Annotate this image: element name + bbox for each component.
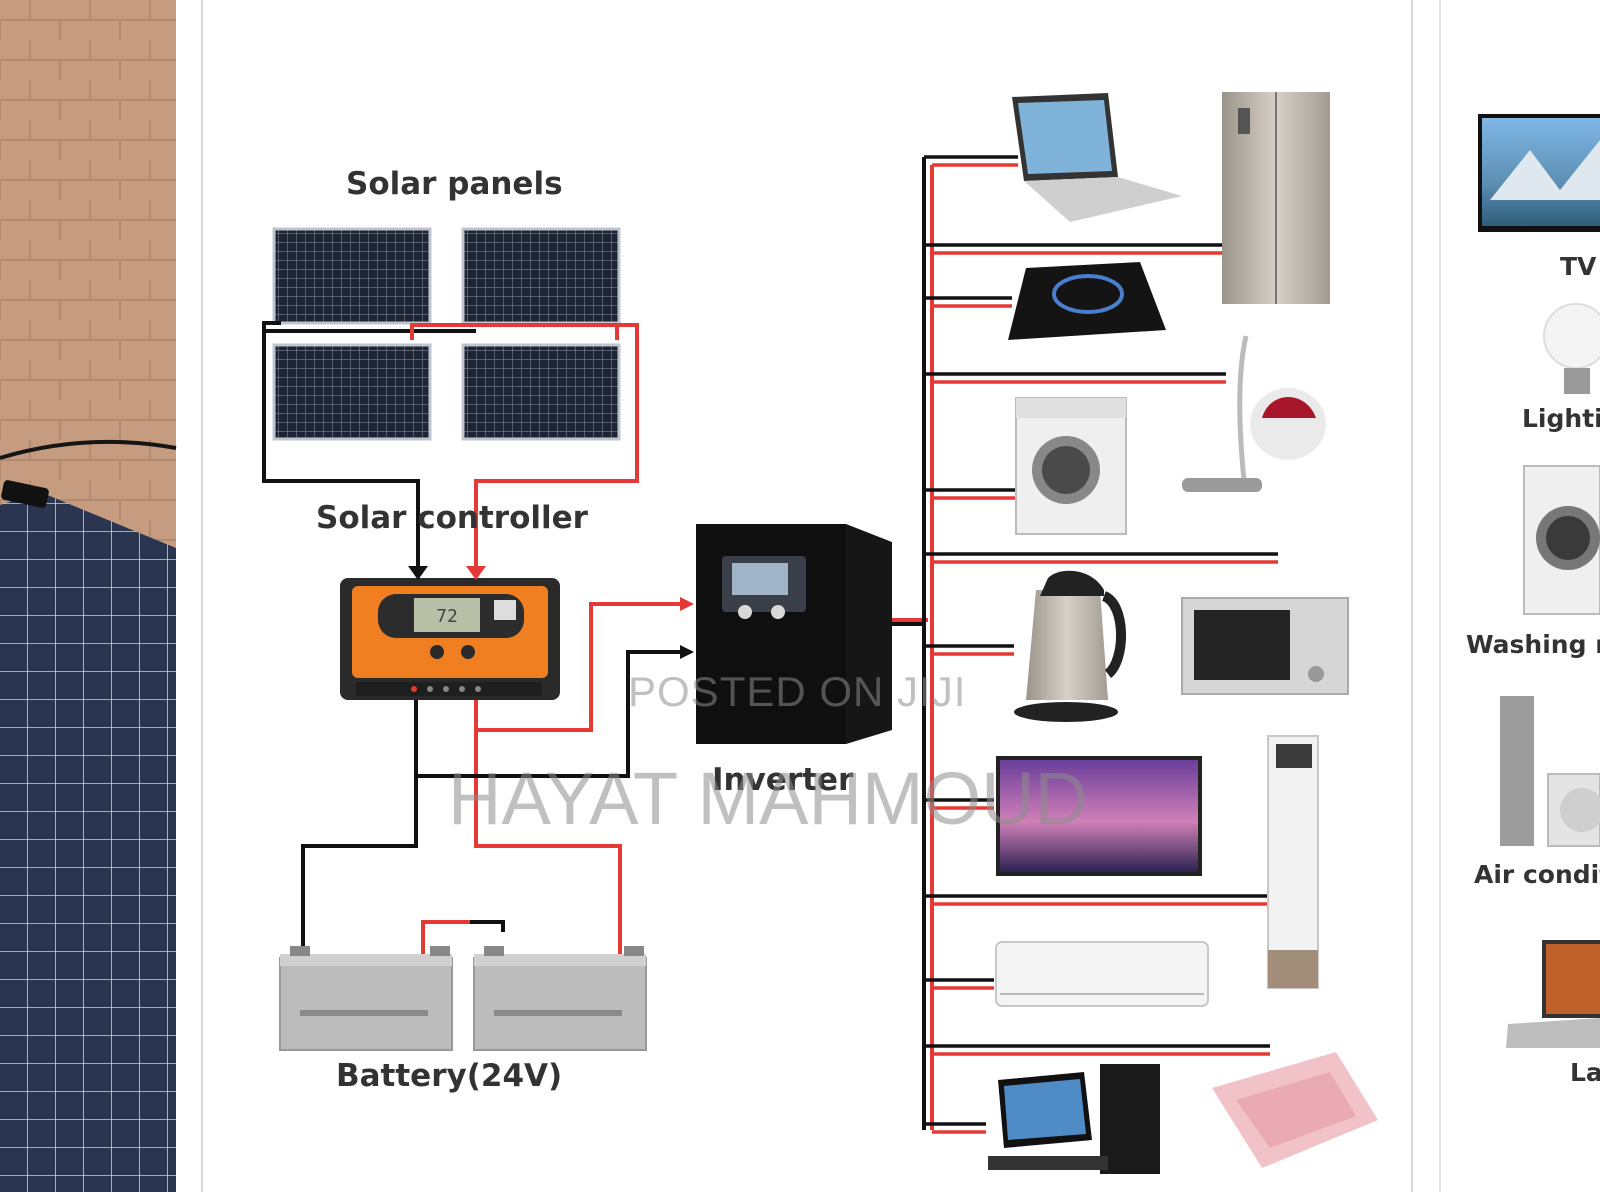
batteries xyxy=(279,946,647,1051)
kettle-icon xyxy=(1014,570,1127,722)
refrigerator-icon xyxy=(1222,92,1330,304)
side-label-laptop: Lapt xyxy=(1570,1058,1600,1087)
light-bulb-icon xyxy=(1543,303,1600,394)
panel-wiring xyxy=(262,321,639,568)
side-label-air-conditioner: Air condit xyxy=(1474,860,1600,889)
svg-text:72: 72 xyxy=(436,606,458,627)
roof-photo xyxy=(0,0,177,1192)
side-label-lighting: Lighti xyxy=(1522,404,1600,433)
solar-controller-label: Solar controller xyxy=(316,500,588,536)
solar-panels-label: Solar panels xyxy=(346,166,563,202)
side-washing-machine-icon xyxy=(1523,465,1600,615)
side-label-washing-machine: Washing n xyxy=(1466,630,1600,659)
right-strip-icons xyxy=(1478,114,1600,1048)
split-air-conditioner-icon xyxy=(995,941,1209,1007)
laptop-icon xyxy=(1012,93,1182,222)
arrowheads xyxy=(408,566,694,659)
washing-machine-icon xyxy=(1015,397,1127,535)
branch-wires xyxy=(924,155,1278,1134)
watermark-posted: POSTED ON JIJI xyxy=(628,668,967,715)
solar-panels xyxy=(272,227,621,441)
induction-cooker-icon xyxy=(1008,262,1166,340)
electric-blanket-icon xyxy=(1212,1052,1378,1168)
television-icon xyxy=(996,756,1202,876)
side-tv-icon xyxy=(1478,114,1600,232)
side-air-conditioner-icon xyxy=(1500,696,1600,847)
flexible-solar-panel xyxy=(0,492,176,1192)
desktop-computer-icon xyxy=(988,1064,1160,1174)
battery-label: Battery(24V) xyxy=(336,1058,563,1094)
solar-controller: 72 xyxy=(340,578,560,700)
side-laptop-icon xyxy=(1506,940,1600,1048)
side-label-tv: TV xyxy=(1560,252,1597,281)
vacuum-cleaner-icon xyxy=(1182,335,1326,492)
microwave-icon xyxy=(1181,597,1349,695)
ac-output-bus xyxy=(892,157,934,1130)
watermark-owner: HAYAT MAHMOUD xyxy=(448,757,1088,840)
inverter xyxy=(696,524,892,744)
inverter-label: Inverter xyxy=(712,762,854,798)
controller-wiring xyxy=(301,602,686,958)
tower-air-conditioner-icon xyxy=(1267,735,1319,989)
